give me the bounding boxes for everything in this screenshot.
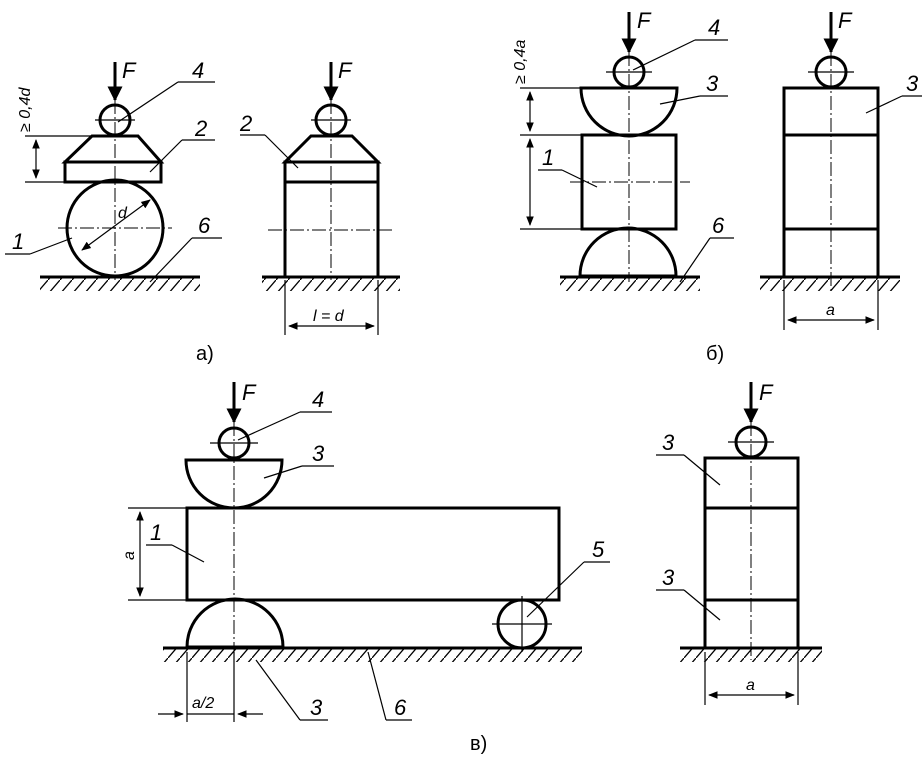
label-6: 6: [198, 213, 211, 238]
force-label-a2: F: [338, 58, 353, 83]
label-4-b: 4: [708, 15, 720, 40]
caption-c: в): [470, 733, 487, 755]
force-label-c1: F: [242, 380, 257, 405]
beam-specimen-1: [185, 506, 561, 602]
label-2: 2: [194, 116, 207, 141]
label-1-c: 1: [150, 520, 162, 545]
dim-min-04a: ≥ 0,4a: [512, 40, 529, 84]
diagram-a-front: d F ≥ 0,4d 4 2 1 6: [5, 58, 222, 291]
label-5: 5: [592, 537, 605, 562]
ground-hatch: [40, 277, 200, 291]
caption-b: б): [706, 343, 724, 365]
diagram-a-side: F 2 l = d: [239, 58, 400, 335]
bottom-support: [578, 226, 678, 278]
top-platen-3: [579, 86, 679, 138]
label-4: 4: [192, 58, 204, 83]
caption-a: а): [196, 343, 214, 365]
label-3-b: 3: [706, 71, 719, 96]
force-label-b1: F: [637, 8, 652, 33]
platen-2-top: [61, 134, 165, 164]
label-3-c-side-bottom: 3: [662, 565, 675, 590]
label-1: 1: [12, 229, 24, 254]
dim-min-04d: ≥ 0,4d: [17, 87, 34, 132]
dim-l-eq-d: l = d: [313, 308, 345, 325]
force-label: F: [122, 58, 137, 83]
label-3-c-bottom: 3: [310, 695, 323, 720]
force-label-c2: F: [759, 380, 774, 405]
label-3-c-side-top: 3: [662, 430, 675, 455]
dim-a-half: a/2: [192, 695, 214, 712]
dim-a-c: a: [121, 551, 138, 560]
label-3-c-top: 3: [312, 441, 325, 466]
cube-side-stack: [782, 86, 880, 279]
diagram-b-front: F ≥ 0,4a 4 3 1 6: [512, 8, 734, 291]
label-4-c: 4: [312, 387, 324, 412]
diagram-b-side: F 3 a: [760, 8, 922, 330]
label-6-b: 6: [712, 213, 725, 238]
label-1-b: 1: [542, 145, 554, 170]
label-3-b-side: 3: [906, 71, 919, 96]
support-3-bottom: [185, 597, 285, 649]
platen-3-top: [184, 458, 284, 510]
force-label-b2: F: [838, 8, 853, 33]
label-6-c: 6: [394, 695, 407, 720]
diagram-c-side: F 3 3 a: [656, 380, 822, 705]
diagram-c-front: F a a/2 4 3 1 5 3 6: [121, 380, 610, 722]
dim-a-b: a: [826, 302, 835, 319]
label-2-side: 2: [239, 111, 252, 136]
dim-d: d: [118, 205, 128, 222]
dim-a-c-side: a: [746, 677, 755, 694]
diameter-arrow: [81, 199, 151, 251]
